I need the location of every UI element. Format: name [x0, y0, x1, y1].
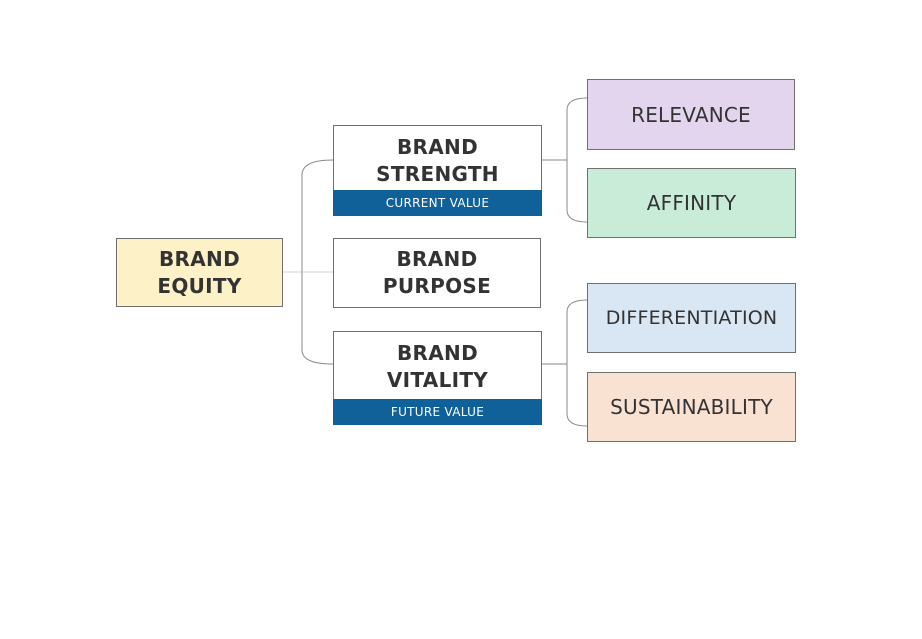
brand-strength-box: BRAND STRENGTH CURRENT VALUE: [333, 125, 542, 216]
differentiation-box: DIFFERENTIATION: [587, 283, 796, 353]
brand-equity-box: BRAND EQUITY: [116, 238, 283, 307]
connector-strength-bracket: [566, 97, 588, 223]
affinity-label: AFFINITY: [646, 191, 737, 215]
brand-equity-line1: BRAND: [159, 246, 240, 271]
brand-purpose-box: BRAND PURPOSE: [333, 238, 541, 308]
brand-vitality-line2: VITALITY: [386, 368, 489, 392]
relevance-label: RELEVANCE: [631, 102, 751, 127]
affinity-box: AFFINITY: [587, 168, 796, 238]
current-value-band: CURRENT VALUE: [333, 190, 542, 216]
brand-equity-line2: EQUITY: [157, 273, 242, 298]
connector-root-bracket: [301, 159, 334, 365]
brand-strength-line1: BRAND: [397, 135, 478, 159]
differentiation-label: DIFFERENTIATION: [605, 307, 778, 329]
relevance-box: RELEVANCE: [587, 79, 795, 150]
brand-purpose-line2: PURPOSE: [382, 274, 492, 298]
future-value-band: FUTURE VALUE: [333, 399, 542, 425]
sustainability-box: SUSTAINABILITY: [587, 372, 796, 442]
brand-strength-line2: STRENGTH: [376, 162, 499, 186]
sustainability-label: SUSTAINABILITY: [610, 395, 773, 419]
brand-purpose-line1: BRAND: [396, 247, 478, 271]
brand-vitality-box: BRAND VITALITY FUTURE VALUE: [333, 331, 542, 425]
brand-vitality-line1: BRAND: [397, 341, 478, 365]
connector-vitality-bracket: [566, 299, 588, 427]
